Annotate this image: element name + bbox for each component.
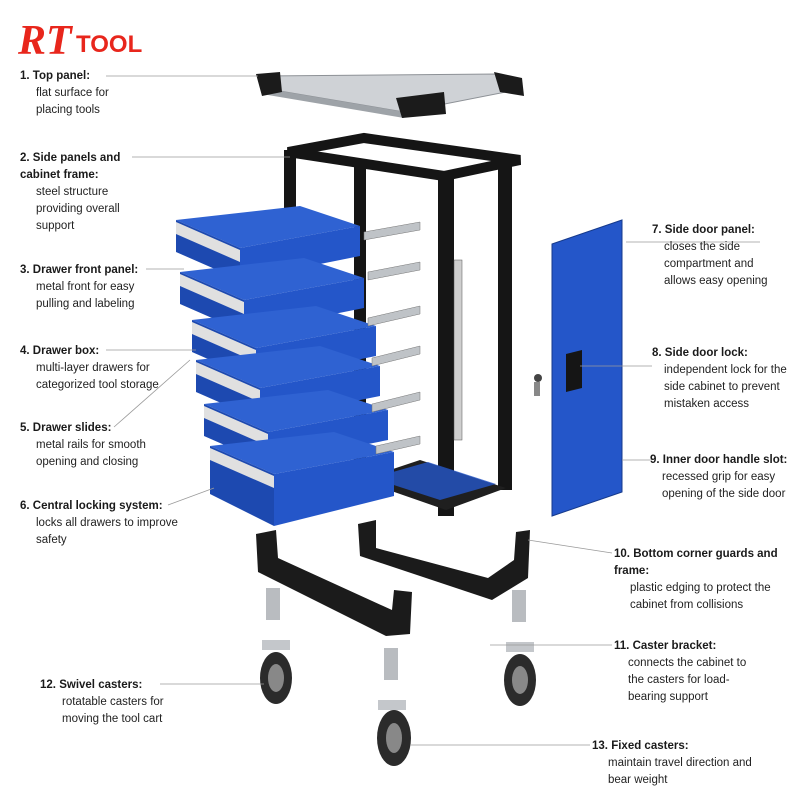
drawers-illustration: [176, 206, 421, 526]
callout-3-number: 3.: [20, 264, 30, 276]
callout-1-title: Top panel:: [32, 70, 91, 82]
callout-2-desc: steel structure providing overall suppor…: [36, 186, 120, 232]
callout-5: 5. Drawer slides: metal rails for smooth…: [20, 420, 160, 471]
callout-4-title: Drawer box:: [32, 345, 100, 357]
callout-10-title: Bottom corner guards and frame:: [614, 548, 778, 577]
callout-6: 6. Central locking system: locks all dra…: [20, 498, 185, 549]
callout-12-desc: rotatable casters for moving the tool ca…: [62, 696, 164, 725]
callout-5-title: Drawer slides:: [32, 422, 112, 434]
callout-7-number: 7.: [652, 224, 662, 236]
callout-3-title: Drawer front panel:: [32, 264, 139, 276]
callout-2-number: 2.: [20, 152, 30, 164]
callout-8-title: Side door lock:: [664, 347, 748, 359]
callout-11-number: 11.: [614, 640, 630, 652]
callout-8: 8. Side door lock: independent lock for …: [652, 345, 787, 413]
callout-6-title: Central locking system:: [32, 500, 163, 512]
svg-text:TOOL: TOOL: [76, 31, 142, 58]
svg-text:RT: RT: [18, 18, 74, 62]
callout-1: 1. Top panel: flat surface for placing t…: [20, 68, 140, 119]
callout-7-desc: closes the side compartment and allows e…: [664, 241, 768, 287]
callout-9-desc: recessed grip for easy opening of the si…: [662, 471, 786, 500]
callout-13-title: Fixed casters:: [611, 740, 689, 752]
side-door-illustration: [534, 219, 623, 517]
callout-3-desc: metal front for easy pulling and labelin…: [36, 281, 135, 310]
callout-12: 12. Swivel casters: rotatable casters fo…: [40, 677, 190, 728]
callout-4-number: 4.: [20, 345, 30, 357]
callout-7-title: Side door panel:: [664, 224, 755, 236]
casters-illustration: [260, 588, 536, 766]
callout-2-title: Side panels and cabinet frame:: [20, 152, 121, 181]
callout-9-number: 9.: [650, 454, 660, 466]
callout-8-number: 8.: [652, 347, 662, 359]
callout-6-number: 6.: [20, 500, 30, 512]
callout-6-desc: locks all drawers to improve safety: [36, 517, 178, 546]
callout-3: 3. Drawer front panel: metal front for e…: [20, 262, 160, 313]
callout-11: 11. Caster bracket: connects the cabinet…: [614, 638, 764, 706]
callout-12-number: 12.: [40, 679, 56, 691]
callout-5-desc: metal rails for smooth opening and closi…: [36, 439, 146, 468]
top-panel-illustration: [256, 72, 524, 118]
callout-8-desc: independent lock for the side cabinet to…: [664, 364, 787, 410]
bottom-guards-illustration: [256, 520, 530, 636]
callout-1-number: 1.: [20, 70, 30, 82]
callout-11-title: Caster bracket:: [632, 640, 717, 652]
callout-10-desc: plastic edging to protect the cabinet fr…: [630, 582, 771, 611]
callout-5-number: 5.: [20, 422, 30, 434]
callout-4: 4. Drawer box: multi-layer drawers for c…: [20, 343, 170, 394]
callout-12-title: Swivel casters:: [59, 679, 143, 691]
callout-7: 7. Side door panel: closes the side comp…: [652, 222, 782, 290]
callout-4-desc: multi-layer drawers for categorized tool…: [36, 362, 159, 391]
brand-logo: RT TOOL: [18, 18, 142, 62]
callout-9-title: Inner door handle slot:: [662, 454, 788, 466]
callout-10-number: 10.: [614, 548, 630, 560]
callout-11-desc: connects the cabinet to the casters for …: [628, 657, 747, 703]
callout-13-number: 13.: [592, 740, 608, 752]
callout-1-desc: flat surface for placing tools: [36, 87, 109, 116]
callout-10: 10. Bottom corner guards and frame: plas…: [614, 546, 784, 614]
callout-9: 9. Inner door handle slot: recessed grip…: [650, 452, 790, 503]
callout-13-desc: maintain travel direction and bear weigh…: [608, 757, 752, 786]
callout-13: 13. Fixed casters: maintain travel direc…: [592, 738, 762, 789]
leader-lines: [106, 75, 760, 746]
callout-2: 2. Side panels and cabinet frame: steel …: [20, 150, 145, 235]
